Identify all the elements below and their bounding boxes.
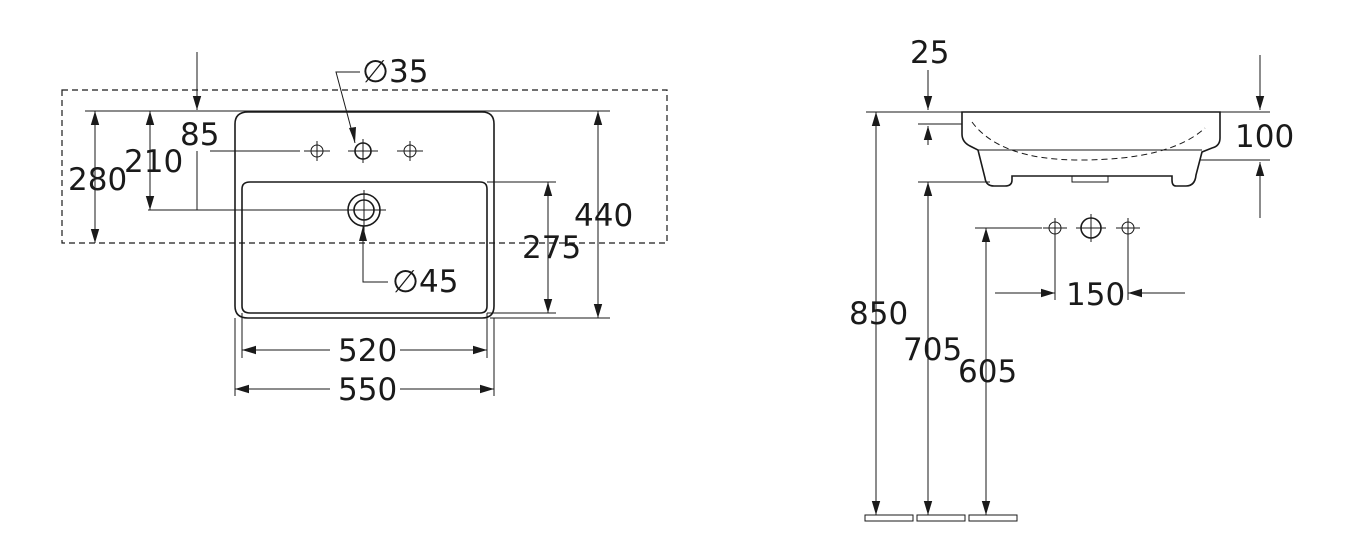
dim-520: 520 bbox=[338, 333, 397, 369]
basin-drain-stub bbox=[1071, 176, 1109, 183]
top-view: ∅35 ∅45 85 280 210 440 275 520 bbox=[61, 52, 668, 408]
countertop-outline bbox=[61, 89, 668, 244]
dim-705: 705 bbox=[903, 332, 962, 368]
dim-diameter-45: ∅45 bbox=[392, 264, 458, 300]
dim-210: 210 bbox=[124, 144, 183, 180]
dim-275: 275 bbox=[522, 230, 581, 266]
dim-25: 25 bbox=[910, 35, 949, 71]
basin-side-profile bbox=[961, 111, 1221, 187]
drain-hole bbox=[342, 190, 386, 232]
basin-outer-outline bbox=[234, 111, 495, 319]
dim-550: 550 bbox=[338, 372, 397, 408]
dim-280: 280 bbox=[68, 162, 127, 198]
side-view: 25 100 150 850 bbox=[849, 35, 1294, 522]
side-tap-hole-center bbox=[1076, 214, 1106, 242]
side-tap-hole-left bbox=[1043, 218, 1067, 238]
dim-605: 605 bbox=[958, 354, 1017, 390]
dim-diameter-35: ∅35 bbox=[362, 54, 428, 90]
side-tap-hole-right bbox=[1116, 218, 1140, 238]
dim-850: 850 bbox=[849, 296, 908, 332]
basin-side-inner bbox=[971, 121, 1206, 161]
tap-hole-left bbox=[304, 141, 330, 161]
floor-line bbox=[864, 514, 1018, 522]
tap-hole-center bbox=[348, 139, 378, 163]
dim-150: 150 bbox=[1066, 277, 1125, 313]
dim-85: 85 bbox=[180, 117, 219, 153]
basin-inner-outline bbox=[241, 181, 488, 314]
dim-100: 100 bbox=[1235, 119, 1294, 155]
dim-440: 440 bbox=[574, 198, 633, 234]
tap-hole-right bbox=[397, 141, 423, 161]
